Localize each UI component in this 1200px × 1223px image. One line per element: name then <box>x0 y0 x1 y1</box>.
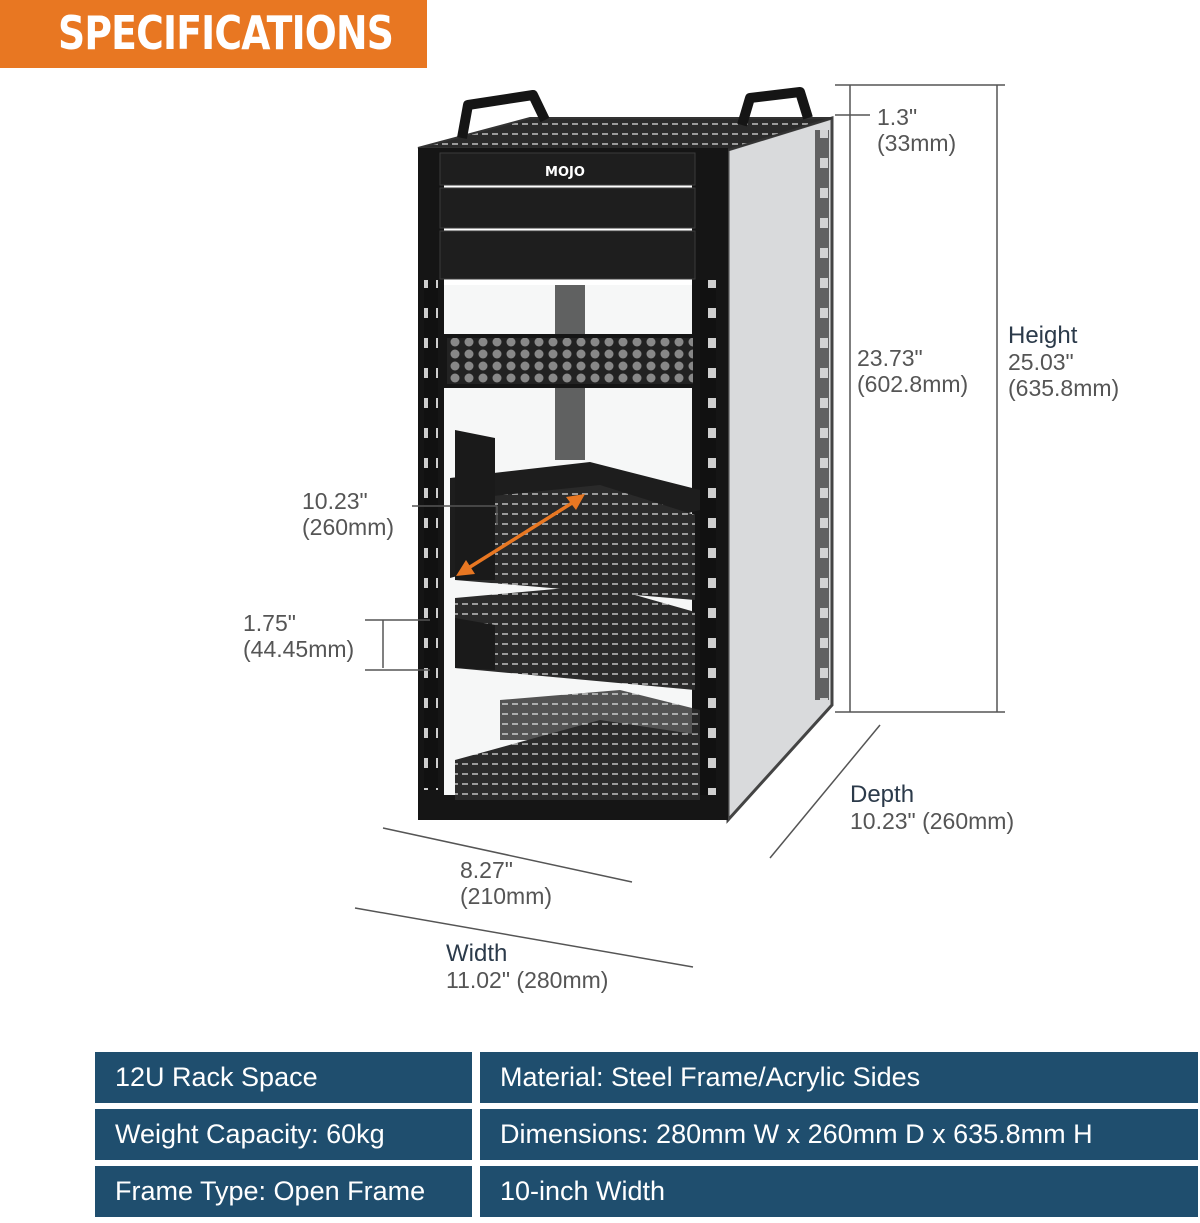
top-gap-inch: 1.3" <box>877 104 918 130</box>
depth-title: Depth <box>850 781 915 808</box>
frame-height-inch: 23.73" <box>857 345 923 371</box>
inner-width-mm: (210mm) <box>460 883 553 909</box>
rack-unit-label: 1.75" (44.45mm) <box>243 610 354 662</box>
shelf-depth-label: 10.23" (260mm) <box>302 488 394 540</box>
shelf-depth-inch: 10.23" <box>302 488 368 514</box>
height-label: Height 25.03" (635.8mm) <box>1008 322 1120 402</box>
spec-cell: Material: Steel Frame/Acrylic Sides <box>480 1052 1198 1103</box>
width-label: Width 11.02" (280mm) <box>446 940 609 994</box>
acrylic-side-panel <box>726 115 834 824</box>
inner-width-inch: 8.27" <box>460 857 513 883</box>
height-mm: (635.8mm) <box>1008 375 1120 401</box>
depth-value: 10.23" (260mm) <box>850 808 1015 834</box>
inner-width-label: 8.27" (210mm) <box>460 857 552 909</box>
top-gap-label: 1.3" (33mm) <box>877 104 956 156</box>
shelf-depth-arrow <box>456 494 585 576</box>
banner-title: SPECIFICATIONS <box>58 6 394 60</box>
depth-label: Depth 10.23" (260mm) <box>850 781 1015 835</box>
height-title: Height <box>1008 322 1078 349</box>
shelves <box>450 430 700 800</box>
blank-panels: MOJO <box>439 152 696 280</box>
spec-row: Weight Capacity: 60kg Dimensions: 280mm … <box>95 1109 1198 1160</box>
height-inch: 25.03" <box>1008 349 1074 375</box>
spec-cell: Frame Type: Open Frame <box>95 1166 472 1217</box>
shelf-depth-mm: (260mm) <box>302 514 395 540</box>
width-title: Width <box>446 940 508 967</box>
spec-cell: 12U Rack Space <box>95 1052 472 1103</box>
dimension-lines <box>354 84 1005 968</box>
spec-cell: Weight Capacity: 60kg <box>95 1109 472 1160</box>
specifications-banner: SPECIFICATIONS <box>0 0 427 68</box>
rack-unit-inch: 1.75" <box>243 610 296 636</box>
spec-cell: Dimensions: 280mm W x 260mm D x 635.8mm … <box>480 1109 1198 1160</box>
frame-height-mm: (602.8mm) <box>857 371 969 397</box>
spec-cell: 10-inch Width <box>480 1166 1198 1217</box>
carry-handles <box>457 87 813 139</box>
rack-diagram: MOJO <box>354 84 1005 968</box>
top-gap-mm: (33mm) <box>877 130 957 156</box>
vented-panel <box>443 334 697 388</box>
spec-row: 12U Rack Space Material: Steel Frame/Acr… <box>95 1052 1198 1103</box>
brand-logo: MOJO <box>545 165 585 180</box>
width-value: 11.02" (280mm) <box>446 967 609 993</box>
rack-unit-mm: (44.45mm) <box>243 636 355 662</box>
spec-row: Frame Type: Open Frame 10-inch Width <box>95 1166 1198 1217</box>
frame-height-label: 23.73" (602.8mm) <box>857 345 968 397</box>
spec-table: 12U Rack Space Material: Steel Frame/Acr… <box>95 1052 1198 1223</box>
